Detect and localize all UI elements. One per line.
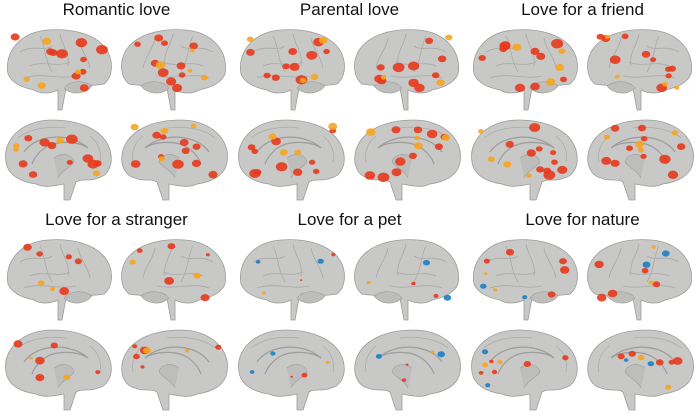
brain-lateral-left-view <box>466 232 582 322</box>
brain-lateral-right-view <box>583 232 699 322</box>
brain-lateral-left-view <box>466 22 582 112</box>
panel-title: Parental love <box>299 0 400 19</box>
panel-love-for-nature: Love for nature <box>466 210 699 420</box>
panel-romantic-love: Romantic love <box>0 0 233 210</box>
brain-medial-left-view <box>233 112 349 202</box>
panel-title: Love for a stranger <box>45 210 188 229</box>
panel-love-for-a-stranger: Love for a stranger <box>0 210 233 420</box>
brain-medial-left-view <box>0 112 116 202</box>
brain-medial-right-view <box>117 112 233 202</box>
panel-title: Romantic love <box>62 0 171 19</box>
panel-title: Love for a pet <box>297 210 402 229</box>
brain-medial-left-view <box>233 322 349 412</box>
brain-lateral-right-view <box>117 22 233 112</box>
brain-lateral-left-view <box>233 232 349 322</box>
panel-title: Love for nature <box>525 210 640 229</box>
brain-medial-right-view <box>350 112 466 202</box>
brain-lateral-right-view <box>117 232 233 322</box>
brain-lateral-left-view <box>0 232 116 322</box>
brain-medial-left-view <box>466 322 582 412</box>
panel-title: Love for a friend <box>521 0 644 19</box>
panel-love-for-a-pet: Love for a pet <box>233 210 466 420</box>
brain-lateral-right-view <box>350 232 466 322</box>
brain-lateral-left-view <box>233 22 349 112</box>
brain-medial-left-view <box>0 322 116 412</box>
brain-lateral-right-view <box>583 22 699 112</box>
brain-lateral-right-view <box>350 22 466 112</box>
brain-medial-right-view <box>583 112 699 202</box>
brain-medial-right-view <box>583 322 699 412</box>
brain-medial-right-view <box>350 322 466 412</box>
brain-lateral-left-view <box>0 22 116 112</box>
panel-love-for-a-friend: Love for a friend <box>466 0 699 210</box>
brain-medial-right-view <box>117 322 233 412</box>
panel-parental-love: Parental love <box>233 0 466 210</box>
brain-medial-left-view <box>466 112 582 202</box>
